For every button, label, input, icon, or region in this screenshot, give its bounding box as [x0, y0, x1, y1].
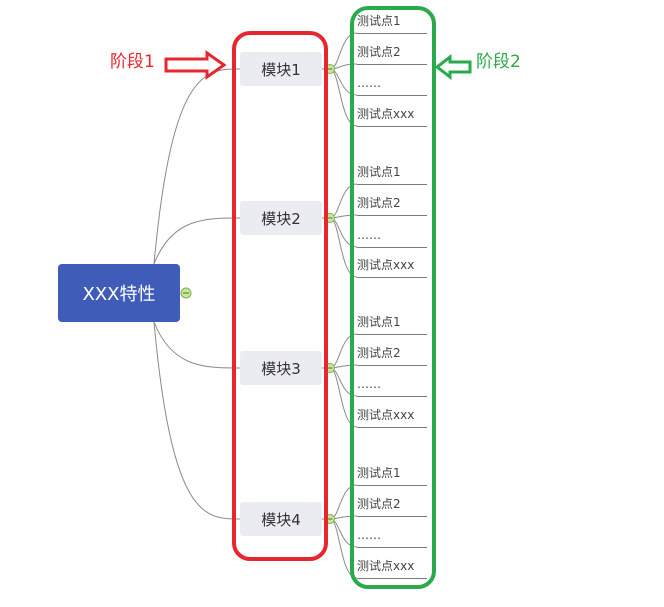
- stage2-frame: [350, 6, 436, 589]
- left-arrow-icon: [434, 53, 472, 81]
- test-point[interactable]: ……: [357, 74, 427, 96]
- root-module-connector: [153, 68, 241, 265]
- stage1-frame: [232, 31, 328, 561]
- module-node-2[interactable]: 模块2: [240, 201, 322, 235]
- test-point[interactable]: 测试点xxx: [357, 557, 427, 579]
- test-point[interactable]: 测试点1: [357, 313, 427, 335]
- module-node-4[interactable]: 模块4: [240, 502, 322, 536]
- test-point[interactable]: 测试点xxx: [357, 105, 427, 127]
- test-point[interactable]: 测试点1: [357, 464, 427, 486]
- test-point[interactable]: 测试点2: [357, 344, 427, 366]
- test-point[interactable]: 测试点xxx: [357, 406, 427, 428]
- root-node[interactable]: XXX特性: [58, 264, 180, 322]
- root-module-connector: [153, 217, 241, 265]
- test-point[interactable]: 测试点1: [357, 163, 427, 185]
- stage1-label: 阶段1: [110, 52, 155, 72]
- module-node-1[interactable]: 模块1: [240, 52, 322, 86]
- test-point[interactable]: ……: [357, 375, 427, 397]
- test-point[interactable]: 测试点2: [357, 194, 427, 216]
- test-point[interactable]: ……: [357, 226, 427, 248]
- right-arrow-icon: [164, 50, 227, 80]
- test-point[interactable]: ……: [357, 526, 427, 548]
- test-point[interactable]: 测试点2: [357, 43, 427, 65]
- test-point[interactable]: 测试点1: [357, 12, 427, 34]
- stage2-label: 阶段2: [476, 52, 521, 72]
- test-point[interactable]: 测试点xxx: [357, 256, 427, 278]
- root-module-connector: [153, 321, 241, 369]
- module-node-3[interactable]: 模块3: [240, 351, 322, 385]
- root-module-connector: [153, 321, 241, 520]
- test-point[interactable]: 测试点2: [357, 495, 427, 517]
